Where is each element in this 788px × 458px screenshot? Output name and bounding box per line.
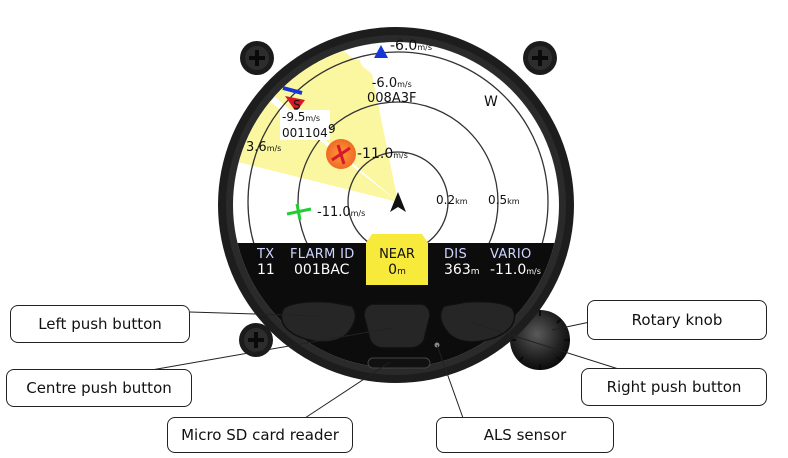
top-target-vario: -6.0m/s: [390, 38, 432, 54]
right-push-button[interactable]: [439, 300, 516, 343]
left-push-button[interactable]: [280, 300, 357, 343]
target-001104-label: -9.5m/s 001104: [280, 110, 330, 140]
mount-screw-top-left: [240, 41, 274, 75]
target-008A3F-label: -6.0m/s 008A3F: [367, 76, 417, 106]
callout-left-push-button: Left push button: [10, 305, 190, 343]
selected-target-icon: [326, 139, 356, 169]
red-warning-target-icon: [282, 86, 305, 112]
micro-sd-slot[interactable]: [367, 357, 431, 369]
left-vario-readout: 3.6m/s: [246, 140, 282, 155]
target-clipped-digit: 9: [328, 122, 336, 136]
status-distance: DIS 363m: [444, 247, 480, 278]
callout-right-push-button: Right push button: [581, 368, 767, 406]
status-flarm-id: FLARM ID 001BAC: [290, 247, 355, 278]
compass-south: S: [293, 98, 301, 112]
blue-target-icon: [374, 45, 388, 58]
compass-west: W: [484, 94, 498, 110]
selected-target-vario: -11.0m/s: [357, 146, 408, 162]
mount-screw-top-right: [523, 41, 557, 75]
range-label-0-2km: 0.2km: [436, 193, 468, 207]
callout-als-sensor: ALS sensor: [436, 417, 614, 453]
mount-screw-bottom-left: [239, 323, 273, 357]
status-near: NEAR 0m: [379, 247, 415, 278]
near-tab-bg: [366, 234, 428, 285]
green-target-icon: [286, 203, 312, 221]
leader-lines: [139, 311, 629, 419]
callout-centre-push-button: Centre push button: [6, 369, 192, 407]
centre-push-button[interactable]: [363, 303, 431, 349]
green-target-vario: -11.0m/s: [317, 205, 366, 220]
callout-micro-sd: Micro SD card reader: [167, 417, 353, 453]
range-label-0-5km: 0.5km: [488, 193, 520, 207]
callout-rotary-knob: Rotary knob: [587, 300, 767, 340]
status-tx: TX 11: [257, 247, 275, 278]
own-aircraft-icon: [390, 192, 406, 212]
status-vario: VARIO -11.0m/s: [490, 247, 541, 278]
